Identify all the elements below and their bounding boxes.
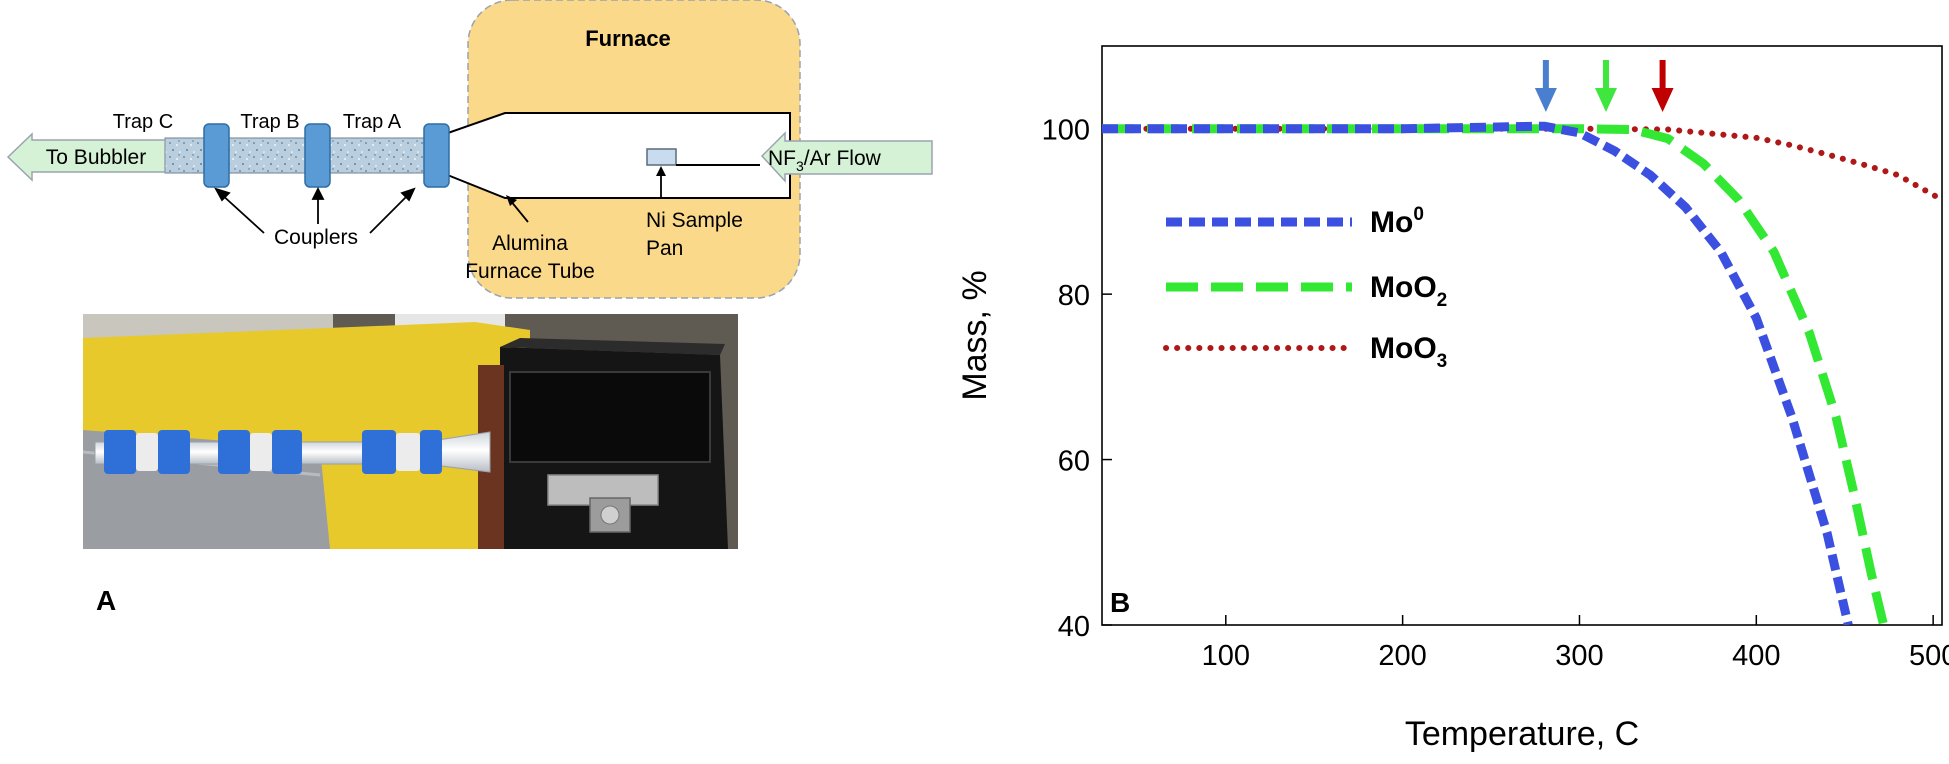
onset-arrow-head <box>1534 88 1557 112</box>
legend-label-MoO3: MoO3 <box>1370 332 1447 372</box>
trap-c-tube <box>164 137 208 174</box>
plot-frame <box>1101 45 1943 626</box>
panel-a-label: A <box>96 585 116 616</box>
panel-b-label: B <box>1110 587 1130 618</box>
onset-arrow-head <box>1595 88 1617 112</box>
alumina-label-1: Alumina <box>492 232 568 255</box>
pan-pointer-head <box>656 166 666 176</box>
y-tick-label: 100 <box>1042 115 1090 147</box>
series-line-MoO3 <box>1102 125 1942 203</box>
ni-sample-pan <box>646 148 677 166</box>
to-bubbler-label: To Bubbler <box>46 146 146 169</box>
furnace-label: Furnace <box>585 26 671 51</box>
legend-label-Mo0: Mo0 <box>1370 204 1424 239</box>
panel-a: Furnace To Bubbler NF3/Ar Flow Trap C Tr… <box>6 0 933 616</box>
alumina-label-2: Furnace Tube <box>465 260 595 283</box>
tube-pointer <box>509 199 529 223</box>
legend-label-MoO2: MoO2 <box>1370 271 1447 311</box>
onset-arrow-shaft <box>1542 60 1549 90</box>
x-tick-label: 500 <box>1909 640 1949 672</box>
tube-pointer-head <box>506 195 517 206</box>
pan-label-1: Ni Sample <box>646 209 743 232</box>
y-tick-label: 40 <box>1058 611 1090 643</box>
trap-c-label: Trap C <box>113 111 173 133</box>
trap-a-label: Trap A <box>343 111 402 133</box>
x-tick-label: 400 <box>1732 640 1780 672</box>
onset-arrow-shaft <box>1659 60 1666 90</box>
pan-label-2: Pan <box>646 237 683 260</box>
series-line-Mo0 <box>1102 121 1853 625</box>
y-axis-label: Mass, % <box>956 270 994 400</box>
couplers-label: Couplers <box>274 226 358 249</box>
onset-arrow-head <box>1651 88 1674 112</box>
x-tick-label: 200 <box>1378 640 1426 672</box>
to-bubbler-arrow <box>6 132 166 182</box>
coupler-2 <box>304 123 331 188</box>
coupler-1 <box>203 123 230 188</box>
coupler-3 <box>423 123 450 188</box>
x-tick-label: 300 <box>1555 640 1603 672</box>
y-tick-label: 60 <box>1058 446 1090 478</box>
trap-b-tube <box>224 137 310 174</box>
nf3-ar-flow-arrow <box>760 131 933 183</box>
apparatus-photo <box>82 314 738 549</box>
onset-arrow-shaft <box>1603 60 1609 90</box>
coupler-pointers <box>214 186 416 234</box>
series-line-MoO2 <box>1102 124 1888 625</box>
nf3-ar-flow-label: NF3/Ar Flow <box>768 147 882 174</box>
trap-b-label: Trap B <box>240 111 299 133</box>
alumina-furnace-tube <box>444 112 791 199</box>
x-tick-label: 100 <box>1202 640 1250 672</box>
y-tick-label: 80 <box>1058 280 1090 312</box>
trap-a-tube <box>327 137 429 174</box>
x-axis-label: Temperature, C <box>1405 715 1639 753</box>
